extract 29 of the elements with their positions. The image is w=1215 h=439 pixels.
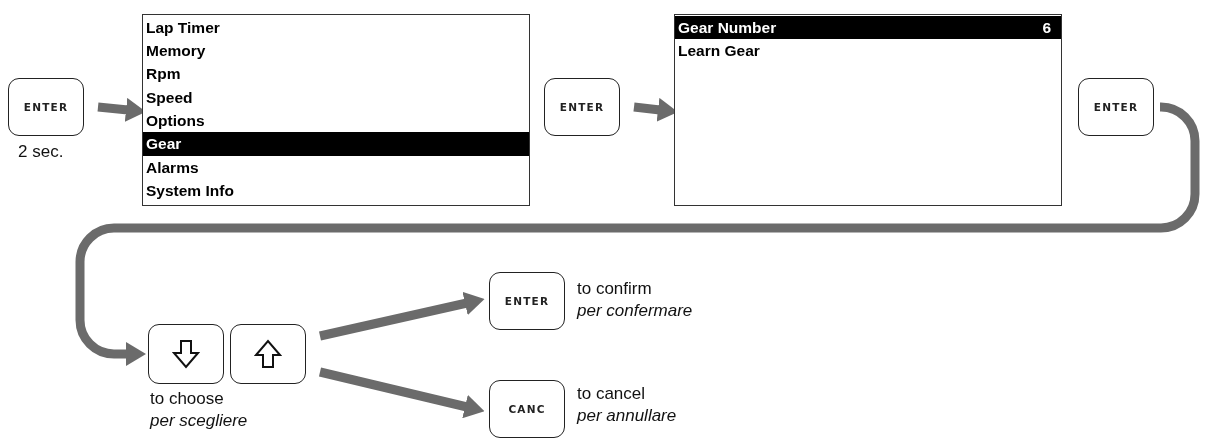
menu-screen (674, 14, 1062, 206)
menu-item: Options (145, 111, 206, 132)
menu-item: Speed (145, 87, 194, 108)
key-button: ENTER (489, 272, 565, 330)
menu-item: Learn Gear (677, 41, 761, 62)
menu-screen (142, 14, 530, 206)
node-label: per scegliere (150, 410, 248, 432)
node-label: 2 sec. (18, 141, 64, 163)
arrow (318, 367, 485, 419)
node-label: to choose (150, 388, 224, 410)
menu-item: Lap Timer (145, 17, 221, 38)
key-button: CANC (489, 380, 565, 438)
key-button: ENTER (544, 78, 620, 136)
key-button: ENTER (1078, 78, 1154, 136)
arrow (319, 291, 485, 341)
node-label: per annullare (577, 405, 677, 427)
menu-item: Rpm (145, 64, 182, 85)
menu-item-value: 6 (1042, 19, 1051, 36)
node-label: to confirm (577, 278, 652, 300)
node-label: per confermare (577, 300, 693, 322)
node-label: to cancel (577, 383, 646, 405)
menu-item: Alarms (145, 157, 200, 178)
selected-menu-item: Gear (143, 132, 529, 156)
menu-item: Memory (145, 41, 207, 62)
menu-item-label: Gear Number (678, 19, 777, 36)
arrow-key (148, 324, 224, 384)
arrow-key (230, 324, 306, 384)
menu-item: System Info (145, 180, 235, 201)
key-button: ENTER (8, 78, 84, 136)
